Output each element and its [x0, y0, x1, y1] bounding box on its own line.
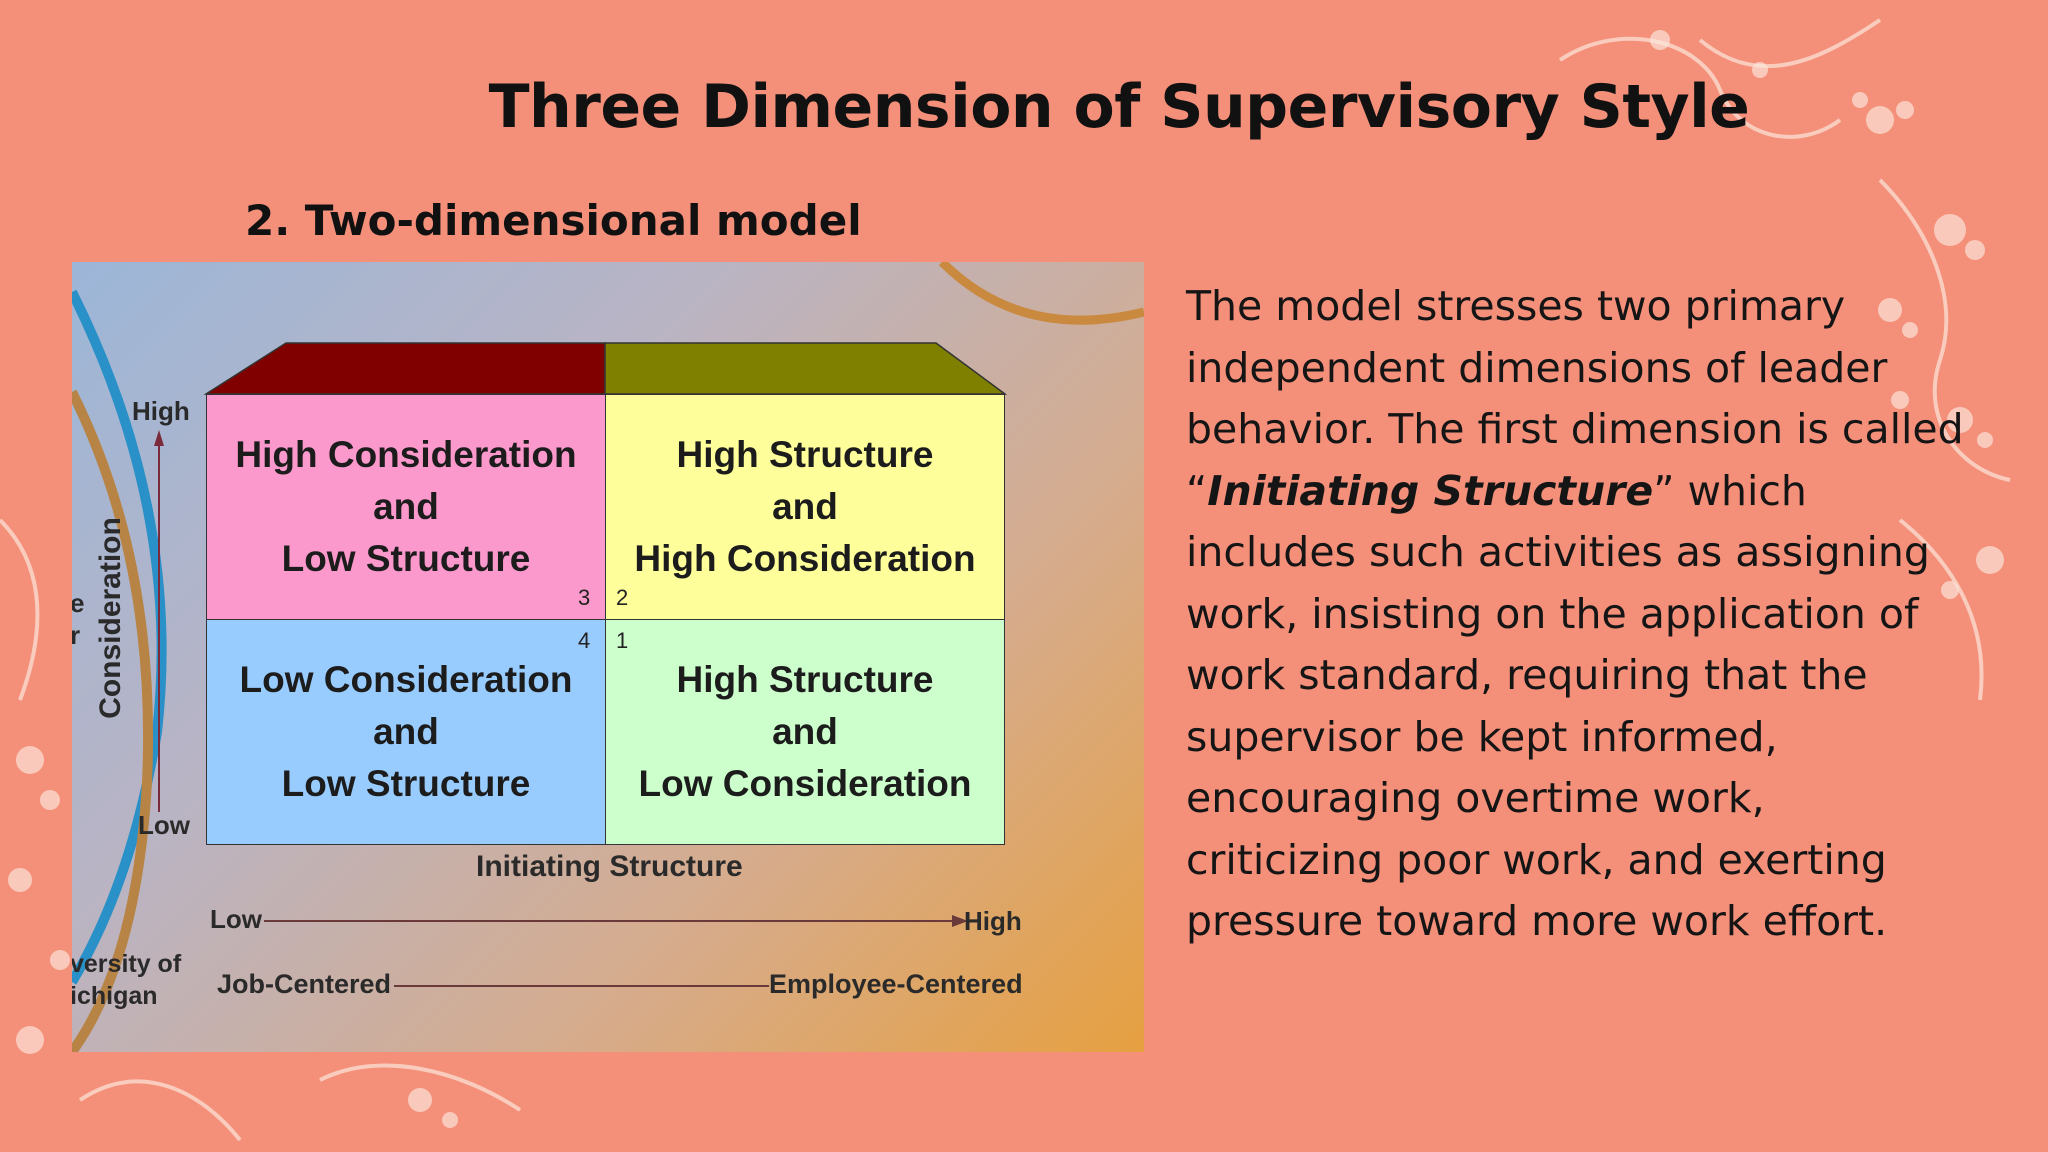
quadrant-high-structure-high-consideration: High Structure and High Consideration	[605, 394, 1005, 620]
quadrant-number-4: 4	[578, 628, 591, 653]
quadrant-line: High Consideration	[235, 434, 577, 475]
quadrant-line: Low Consideration	[239, 659, 573, 700]
body-text-part-1: The model stresses two primary independe…	[1186, 282, 1964, 515]
edge-fragment-1: e	[72, 588, 85, 618]
top-bar-right	[604, 342, 1008, 395]
job-centered-label: Job-Centered	[217, 969, 392, 999]
source-fragment-2: ichigan	[72, 982, 158, 1010]
two-dimensional-model-figure: High Consideration and Low Structure Hig…	[72, 262, 1144, 1052]
quadrant-high-structure-low-consideration: High Structure and Low Consideration	[605, 619, 1005, 845]
y-axis-low-label: Low	[138, 810, 190, 840]
quadrant-line: High Consideration	[634, 538, 976, 579]
x-axis-high-label: High	[964, 906, 1022, 936]
quadrant-low-consideration-low-structure: Low Consideration and Low Structure	[206, 619, 606, 845]
quadrant-line: High Structure	[676, 434, 934, 475]
quadrant-high-consideration-low-structure: High Consideration and Low Structure	[206, 394, 606, 620]
quadrant-number-3: 3	[578, 585, 591, 610]
quadrant-line: and	[772, 711, 838, 752]
quadrant-number-1: 1	[616, 628, 629, 653]
edge-fragment-2: r	[72, 620, 81, 650]
slide-title: Three Dimension of Supervisory Style	[488, 72, 1750, 142]
y-axis-high-label: High	[132, 396, 190, 426]
quadrant-line: Low Consideration	[638, 763, 972, 804]
quadrant-line: and	[373, 711, 439, 752]
top-bar-left	[203, 342, 606, 395]
employee-centered-label: Employee-Centered	[769, 969, 1023, 999]
quadrant-number-2: 2	[616, 585, 629, 610]
figure-decorations	[72, 262, 1144, 1052]
body-paragraph: The model stresses two primary independe…	[1186, 276, 1966, 953]
x-axis-low-label: Low	[210, 904, 262, 934]
quadrant-line: Low Structure	[281, 538, 531, 579]
quadrant-line: and	[772, 486, 838, 527]
body-text-part-2: ” which includes such activities as assi…	[1186, 466, 1930, 946]
x-axis-title: Initiating Structure	[476, 850, 743, 883]
source-fragment-1: versity of	[72, 950, 182, 978]
quadrant-line: High Structure	[676, 659, 934, 700]
slide-subtitle: 2. Two-dimensional model	[245, 196, 862, 245]
quadrant-line: and	[373, 486, 439, 527]
quadrant-line: Low Structure	[281, 763, 531, 804]
body-emphasis-initiating-structure: Initiating Structure	[1207, 466, 1654, 515]
y-axis-title: Consideration	[94, 517, 127, 719]
